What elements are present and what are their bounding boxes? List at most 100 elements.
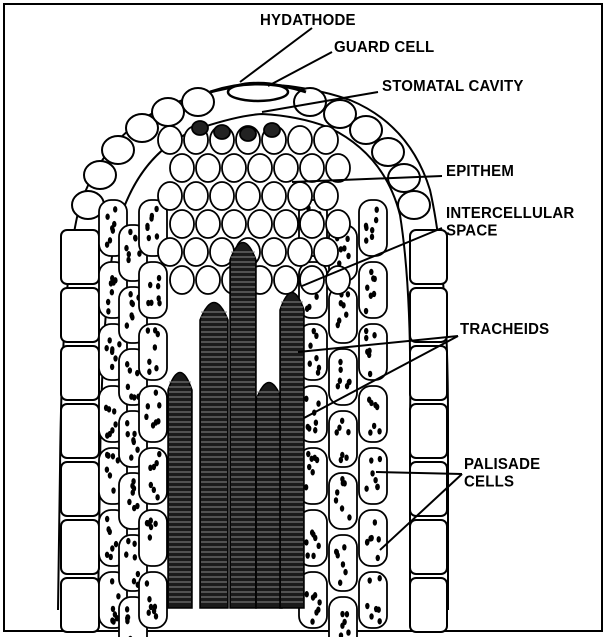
chloroplast xyxy=(304,539,308,545)
epithem-cell xyxy=(300,210,324,238)
chloroplast xyxy=(310,618,314,624)
chloroplast xyxy=(345,236,349,242)
epidermis-cell xyxy=(410,578,447,632)
label-tracheids: TRACHEIDS xyxy=(460,321,549,339)
chloroplast xyxy=(346,253,350,259)
chloroplast xyxy=(342,544,346,550)
epithem-cell xyxy=(222,210,246,238)
chloroplast xyxy=(132,505,136,511)
chloroplast xyxy=(370,227,374,233)
chloroplast xyxy=(338,359,342,365)
chloroplast xyxy=(132,394,136,400)
epithem-cell xyxy=(262,182,286,210)
chloroplast xyxy=(369,400,373,406)
chloroplast xyxy=(152,464,156,470)
chloroplast xyxy=(335,429,339,435)
chloroplast xyxy=(313,427,317,433)
epidermis-cell xyxy=(61,520,99,574)
chloroplast xyxy=(345,611,349,617)
epithem-cell xyxy=(288,238,312,266)
chloroplast xyxy=(124,245,128,251)
chloroplast xyxy=(317,365,321,371)
chloroplast xyxy=(132,578,136,584)
chloroplast xyxy=(339,457,343,463)
chloroplast xyxy=(111,487,115,493)
chloroplast xyxy=(314,419,318,425)
chloroplast xyxy=(105,516,109,522)
chloroplast xyxy=(377,618,381,624)
chloroplast xyxy=(107,337,111,343)
chloroplast xyxy=(377,428,381,434)
chloroplast xyxy=(110,364,114,370)
chloroplast xyxy=(152,487,156,493)
chloroplast xyxy=(126,431,130,437)
epidermis-cell xyxy=(61,578,99,632)
chloroplast xyxy=(146,403,150,409)
chloroplast xyxy=(373,477,377,483)
chloroplast xyxy=(347,379,351,385)
chloroplast xyxy=(132,541,136,547)
chloroplast xyxy=(316,607,320,613)
epithem-cell xyxy=(196,266,220,294)
chloroplast xyxy=(368,429,372,435)
epithem-cell xyxy=(184,182,208,210)
chloroplast xyxy=(155,233,159,239)
chloroplast xyxy=(135,446,139,452)
chloroplast xyxy=(346,629,350,635)
chloroplast xyxy=(339,300,343,306)
chloroplast xyxy=(116,593,120,599)
chloroplast xyxy=(144,414,148,420)
epithem-cell xyxy=(170,266,194,294)
chloroplast xyxy=(136,571,140,577)
chloroplast xyxy=(156,295,160,301)
label-guard-cell: GUARD CELL xyxy=(334,39,434,57)
palisade-cell xyxy=(139,386,167,442)
epidermis-cell xyxy=(61,346,99,400)
chloroplast xyxy=(127,499,131,505)
chloroplast xyxy=(131,437,135,443)
chloroplast xyxy=(378,456,382,462)
chloroplast xyxy=(129,454,133,460)
epidermis-cell xyxy=(84,161,116,189)
chloroplast xyxy=(108,237,112,243)
chloroplast xyxy=(370,234,374,240)
label-stomatal-cavity: STOMATAL CAVITY xyxy=(382,78,524,96)
epidermis-cell xyxy=(410,520,447,574)
chloroplast xyxy=(128,291,132,297)
chloroplast xyxy=(157,402,161,408)
tracheid-bundle xyxy=(168,243,304,609)
epithem-cell xyxy=(170,210,194,238)
chloroplast xyxy=(113,206,117,212)
chloroplast xyxy=(110,578,114,584)
chloroplast xyxy=(129,300,133,306)
chloroplast xyxy=(377,536,381,542)
chloroplast xyxy=(338,580,342,586)
chloroplast xyxy=(152,608,156,614)
epithem-cell xyxy=(274,154,298,182)
chloroplast xyxy=(145,580,149,586)
chloroplast xyxy=(106,308,110,314)
epithem-cell xyxy=(326,154,350,182)
chloroplast xyxy=(147,596,151,602)
epithem-cell xyxy=(196,210,220,238)
label-hydathode: HYDATHODE xyxy=(260,12,356,30)
epithem-cell xyxy=(288,182,312,210)
epithem-cell xyxy=(158,182,182,210)
chloroplast xyxy=(149,215,153,221)
chloroplast xyxy=(344,311,348,317)
chloroplast xyxy=(317,599,321,605)
chloroplast xyxy=(341,561,345,567)
chloroplast xyxy=(127,251,131,257)
chloroplast xyxy=(132,485,136,491)
chloroplast xyxy=(373,519,377,525)
chloroplast xyxy=(343,569,347,575)
chloroplast xyxy=(147,610,151,616)
epidermis-cell xyxy=(372,138,404,166)
epithem-cell xyxy=(196,154,220,182)
chloroplast xyxy=(153,327,157,333)
chloroplast xyxy=(114,541,118,547)
chloroplast xyxy=(110,346,114,352)
chloroplast xyxy=(132,431,136,437)
chloroplast xyxy=(340,505,344,511)
